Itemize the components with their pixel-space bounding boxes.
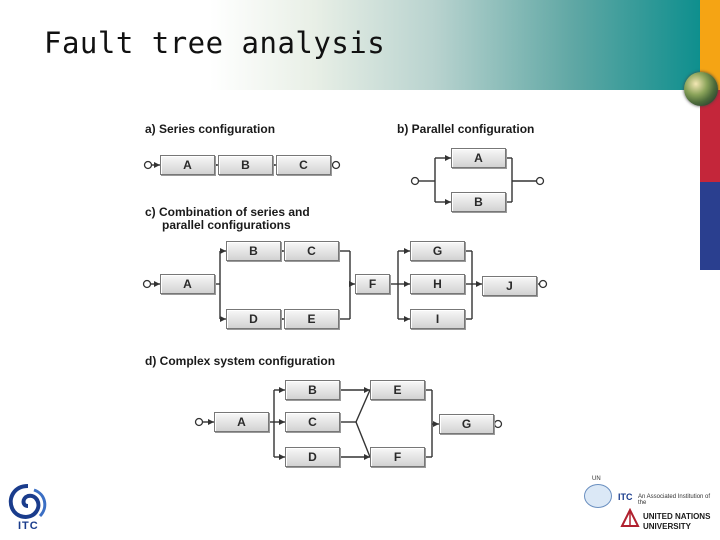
accent-stripe-orange	[700, 0, 720, 90]
output-node	[538, 279, 548, 289]
component-box: E	[284, 309, 339, 329]
un-small-label: UN	[592, 476, 601, 482]
output-node	[493, 419, 503, 429]
output-node	[535, 176, 545, 186]
component-box: B	[218, 155, 273, 175]
input-node	[194, 417, 204, 427]
component-box: A	[451, 148, 506, 168]
accent-stripe-red	[700, 90, 720, 182]
accent-stripe-blue	[700, 182, 720, 270]
header-banner	[0, 0, 700, 90]
un-university-line2: UNIVERSITY	[643, 522, 692, 531]
globe-icon	[684, 72, 718, 106]
label-combination-line1: c) Combination of series and	[145, 205, 310, 219]
component-box: F	[355, 274, 390, 294]
component-box: G	[410, 241, 465, 261]
component-box: J	[482, 276, 537, 296]
component-box: B	[226, 241, 281, 261]
component-box: F	[370, 447, 425, 467]
output-node	[331, 160, 341, 170]
component-box: C	[284, 241, 339, 261]
itc-small-logo: ITC	[618, 492, 633, 502]
component-box: A	[160, 155, 215, 175]
associated-institution-text: An Associated Institution of the	[638, 494, 711, 506]
component-box: I	[410, 309, 465, 329]
label-parallel-configuration: b) Parallel configuration	[397, 122, 535, 136]
un-emblem-icon	[584, 484, 612, 508]
component-box: D	[285, 447, 340, 467]
input-node	[410, 176, 420, 186]
component-box: B	[285, 380, 340, 400]
label-complex-configuration: d) Complex system configuration	[145, 354, 336, 368]
un-university-line1: UNITED NATIONS	[643, 512, 711, 521]
component-box: G	[439, 414, 494, 434]
component-box: A	[214, 412, 269, 432]
component-box: D	[226, 309, 281, 329]
page-title: Fault tree analysis	[44, 26, 386, 60]
input-node	[143, 160, 153, 170]
component-box: H	[410, 274, 465, 294]
component-box: C	[276, 155, 331, 175]
component-box: E	[370, 380, 425, 400]
itc-logo-icon	[8, 484, 47, 519]
unu-emblem-icon	[620, 508, 640, 527]
component-box: C	[285, 412, 340, 432]
component-box: A	[160, 274, 215, 294]
label-combination-line2: parallel configurations	[162, 218, 291, 232]
input-node	[142, 279, 152, 289]
label-series-configuration: a) Series configuration	[145, 122, 276, 136]
component-box: B	[451, 192, 506, 212]
itc-logo-text: ITC	[18, 520, 39, 532]
